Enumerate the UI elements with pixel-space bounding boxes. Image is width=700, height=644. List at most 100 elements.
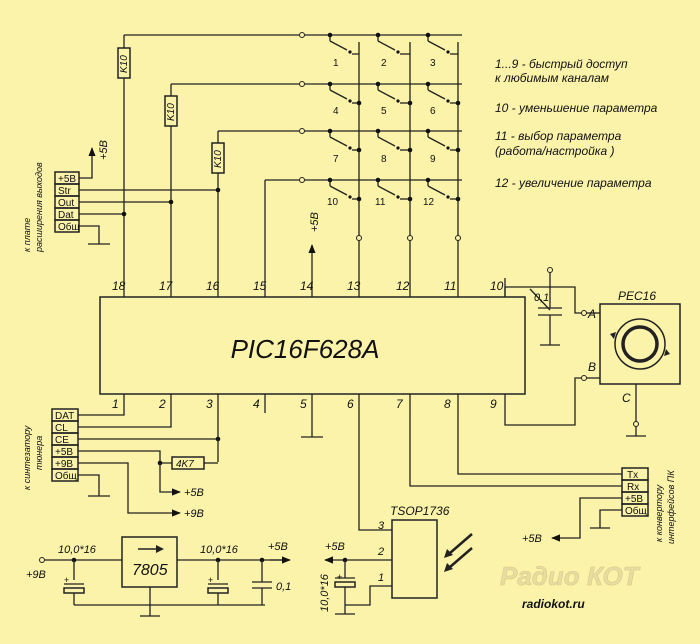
regulator-cap-in: 10,0*16: [58, 544, 97, 556]
key-label-7: 7: [333, 154, 339, 165]
note-line-6: 12 - увеличение параметра: [495, 176, 652, 190]
regulator-cap-out: 10,0*16: [200, 544, 239, 556]
pin-label-17: 17: [159, 279, 174, 293]
tuner-caption-1: к синтезатору: [22, 425, 32, 490]
pin-label-12: 12: [396, 279, 410, 293]
output-board-connector: +5B Str Out Dat Общ: [54, 171, 80, 233]
tuner-pin-ce: CE: [55, 435, 69, 446]
tuner-supply-5: +5B: [184, 487, 204, 499]
pin-label-5: 5: [300, 397, 307, 411]
pc-caption-2: интерфейсов ПК: [666, 470, 676, 544]
pin-label-9: 9: [490, 397, 497, 411]
tuner-pin-9v: +9B: [55, 459, 73, 470]
pin-label-11: 11: [444, 279, 456, 293]
pc-pin-5v: +5B: [625, 494, 643, 505]
pc-supply: +5B: [522, 533, 542, 545]
brand-logo: Радио КОТ: [500, 561, 641, 591]
matrix-junctions: [327, 32, 461, 202]
switch-4: [329, 84, 359, 104]
key-label-9: 9: [430, 154, 436, 165]
ir-receiver-body: [391, 519, 438, 599]
pc-connector: Tx Rx +5B Общ: [621, 467, 649, 517]
tuner-pin-5v: +5B: [55, 447, 73, 458]
pin-label-15: 15: [253, 279, 267, 293]
pin-label-3: 3: [206, 397, 213, 411]
chip-name: PIC16F628A: [231, 334, 380, 364]
regulator-cap-out2: 0,1: [276, 581, 291, 593]
switch-6: [427, 84, 458, 104]
svg-text:+: +: [208, 575, 213, 585]
pc-caption-1: к конвертору: [654, 484, 664, 542]
tuner-supply-9: +9B: [184, 508, 204, 520]
pc-pin-tx: Tx: [627, 470, 638, 481]
pc-pin-gnd: Общ: [625, 505, 647, 517]
output-board-caption-1: к плате: [22, 218, 32, 252]
ir-pin-1: 1: [378, 572, 384, 584]
pin-label-7: 7: [396, 397, 404, 411]
svg-text:+: +: [64, 575, 69, 585]
key-label-8: 8: [381, 154, 387, 165]
pin-label-8: 8: [444, 397, 451, 411]
pin-label-13: 13: [347, 279, 361, 293]
resistor-r2-label: K10: [166, 103, 177, 121]
resistor-r4-label: 4K7: [176, 459, 194, 470]
pin-label-10: 10: [490, 279, 504, 293]
regulator-input: +9B: [26, 569, 46, 581]
pin-label-2: 2: [158, 397, 166, 411]
tuner-pin-gnd: Общ: [55, 470, 77, 482]
svg-text:+: +: [337, 572, 342, 582]
key-label-5: 5: [381, 106, 387, 117]
output-pin-str: Str: [58, 186, 71, 197]
resistor-r3-label: K10: [213, 150, 224, 168]
encoder-pin-c: C: [622, 391, 631, 405]
tuner-caption-2: тюнера: [34, 436, 44, 470]
switch-3: [427, 35, 458, 55]
tuner-pin-dat: DAT: [55, 411, 74, 422]
switch-9: [427, 131, 458, 151]
ir-cap-label: 10,0*16: [319, 573, 331, 612]
key-label-1: 1: [333, 58, 339, 69]
pc-pin-rx: Rx: [627, 482, 639, 493]
key-label-10: 10: [327, 197, 339, 208]
output-pin-dat: Dat: [58, 210, 74, 221]
encoder-name: PEC16: [618, 289, 656, 303]
output-board-supply: +5B: [98, 140, 110, 160]
tuner-pin-cl: CL: [55, 423, 68, 434]
pin-label-4: 4: [253, 397, 260, 411]
note-line-1: 1...9 - быстрый доступ: [495, 57, 628, 71]
encoder-pin-b: B: [588, 360, 596, 374]
switch-5: [377, 84, 410, 104]
pin-label-16: 16: [206, 279, 220, 293]
switch-2: [377, 35, 410, 55]
note-line-2: к любимым каналам: [495, 71, 609, 85]
output-pin-out: Out: [58, 198, 74, 209]
key-label-12: 12: [423, 197, 435, 208]
regulator-output: +5B: [268, 541, 288, 553]
encoder-rotation-icon: [621, 325, 659, 363]
pin14-supply: +5B: [309, 212, 321, 232]
chip-pins-bottom: 1 2 3 4 5 6 7 8 9: [112, 394, 506, 413]
pin-label-6: 6: [347, 397, 354, 411]
regulator-name: 7805: [132, 562, 168, 579]
note-line-3: 10 - уменьшение параметра: [495, 101, 658, 115]
pin-label-14: 14: [300, 279, 314, 293]
output-pin-5v: +5B: [58, 174, 76, 185]
chip-pins-top: 18 17 16 15 14 13 12 11 10: [112, 278, 506, 297]
pin-label-18: 18: [112, 279, 126, 293]
key-label-3: 3: [430, 58, 436, 69]
ir-name: TSOP1736: [390, 504, 450, 518]
ir-pin-2: 2: [377, 546, 384, 558]
key-label-11: 11: [375, 197, 386, 208]
key-label-4: 4: [333, 106, 339, 117]
key-matrix: [124, 32, 462, 278]
switch-1: [329, 35, 359, 55]
output-pin-gnd: Общ: [58, 221, 80, 233]
encoder-pin-a: A: [587, 307, 596, 321]
chip-cap-label: 0,1: [534, 292, 549, 304]
resistor-r1-label: K10: [119, 55, 130, 73]
brand-url: radiokot.ru: [522, 597, 585, 611]
encoder-body: [599, 303, 681, 385]
switch-7: [329, 131, 359, 151]
pin-label-1: 1: [112, 397, 119, 411]
